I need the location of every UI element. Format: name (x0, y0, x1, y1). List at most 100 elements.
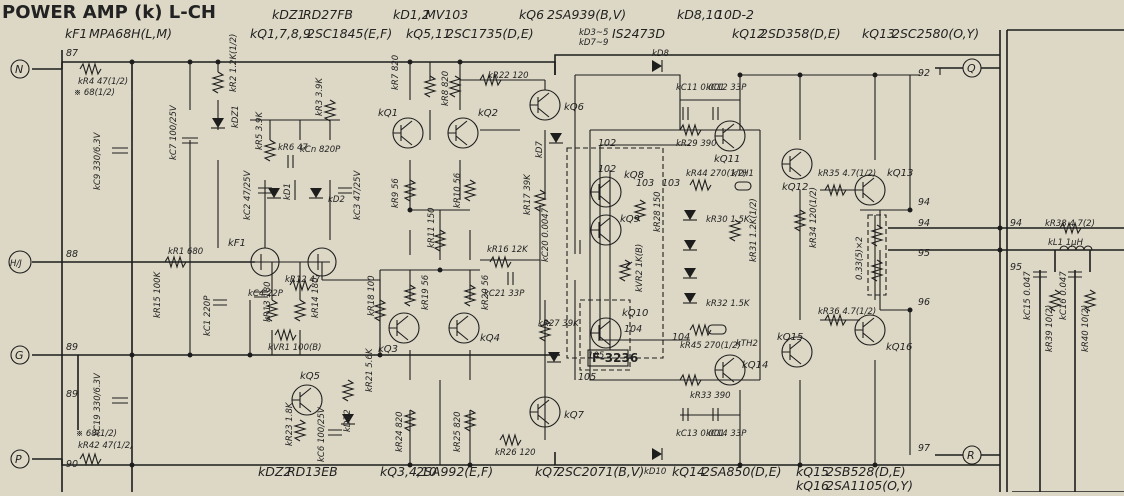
terminal-p[interactable]: P (10, 449, 30, 469)
terminal-q[interactable]: Q (935, 58, 1000, 78)
transistor-kq3 (388, 312, 420, 344)
resistor-kr29 (679, 123, 702, 137)
label-kr38: kR38 4.7(2) (1045, 219, 1095, 229)
label-kvr2: kVR2 1K(B) (635, 244, 645, 292)
terminal-h[interactable]: H/J (8, 250, 32, 274)
transistors (250, 89, 886, 428)
label-kr34: kR34 120(1/2) (809, 187, 819, 248)
ftr-kq14-part: 2SA850(D,E) (702, 464, 782, 479)
diode-kd7 (549, 133, 563, 144)
sub-board-outline (566, 147, 664, 359)
node-88: 88 (66, 249, 78, 260)
label-kr8: kR8 820 (441, 71, 451, 106)
diodes (211, 60, 697, 460)
label-kdz1: kDZ1 (231, 105, 241, 128)
hdr-kd79-ref: kD7~9 (579, 38, 608, 48)
label-kc14: kC14 33P (706, 429, 747, 439)
diode-kd9d (683, 293, 697, 304)
transistor-kq13 (854, 174, 886, 206)
hdr-kd12-part: MV103 (425, 7, 468, 22)
resistor-kr21 (341, 379, 355, 402)
label-kc2: kC2 47/25V (243, 170, 253, 220)
label-kdz2: kDZ2 (343, 409, 353, 432)
label-kq1: kQ1 (378, 108, 398, 119)
terminal-h-label: H/J (10, 259, 22, 269)
node-104-b: 104 (672, 332, 690, 343)
label-kq11: kQ11 (714, 154, 740, 165)
hdr-kd810-part: 10D-2 (716, 7, 754, 22)
ftr-kq7-ref: kQ7 (535, 464, 560, 479)
hdr-kq6-part: 2SA939(B,V) (547, 7, 626, 22)
resistors (79, 62, 1097, 466)
resistor-kr37b (870, 259, 884, 282)
transistor-kq4 (448, 312, 480, 344)
board-label-box (587, 349, 629, 367)
label-kc9: kC9 330/6.3V (93, 131, 103, 190)
ftr-kq16-part: 2SA1105(O,Y) (826, 478, 913, 492)
terminal-n[interactable]: N (10, 59, 30, 79)
label-kf1: kF1 (228, 238, 246, 249)
terminal-g[interactable]: G (10, 345, 30, 365)
transistor-kq14 (714, 354, 746, 386)
diode-kd9a (683, 210, 697, 221)
label-kl1: kL1 1μH (1048, 238, 1084, 248)
label-kr7: kR7 820 (391, 55, 401, 90)
resistor-kr39 (1048, 289, 1062, 312)
resistor-kr18 (373, 299, 387, 322)
capacitor-kc1 (213, 299, 227, 306)
label-kc13: kC13 0.001 (676, 429, 725, 439)
label-kr36: kR36 4.7(1/2) (818, 307, 876, 317)
label-kq16: kQ16 (886, 342, 912, 353)
ftr-kq14-ref: kQ14 (672, 464, 705, 479)
diode-kd9c (683, 268, 697, 279)
capacitor-kc16 (1068, 271, 1082, 278)
capacitor-kc19 (112, 397, 128, 404)
label-kq7: kQ7 (564, 410, 585, 421)
ftr-kq3410-part: 2SA992(E,F) (416, 464, 493, 479)
diode-kd2 (309, 188, 323, 199)
ftr-kq15-part: 2SB528(D,E) (826, 464, 906, 479)
label-kr26: kR26 120 (495, 448, 536, 458)
capacitor-kc11 (682, 107, 689, 120)
label-kc19: kC19 330/6.3V (93, 372, 103, 436)
terminal-r[interactable]: R (935, 445, 1000, 465)
label-kr45: kR45 270(1/2) (680, 341, 741, 351)
label-kth2: kTH2 (736, 339, 758, 349)
label-kr4b: ※ 68(1/2) (74, 88, 115, 98)
label-kq15: kQ15 (777, 332, 803, 343)
node-97: 97 (918, 443, 930, 454)
resistor-kr28 (633, 199, 647, 222)
label-kq4: kQ4 (480, 333, 500, 344)
hdr-kq6-ref: kQ6 (519, 7, 544, 22)
label-kr23: kR23 1.8K (285, 401, 295, 446)
node-102-a: 102 (598, 138, 616, 149)
label-kr5: kR5 3.9K (255, 111, 265, 150)
label-kc11: kC11 0.001 (676, 83, 725, 93)
node-103-a: 103 (636, 178, 654, 189)
label-kr42b: ※ 68(1/2) (76, 429, 117, 439)
transistor-kq16 (854, 314, 886, 346)
label-kr13: kR13 180 (263, 281, 273, 322)
label-kr14: kR14 180 (311, 277, 321, 318)
label-kd10: kD10 (644, 467, 666, 477)
hdr-kd12-ref: kD1,2 (393, 7, 430, 22)
fet-kf1 (250, 247, 337, 277)
resistor-kr11 (433, 229, 447, 252)
label-kr27: kR27 39K (538, 319, 580, 329)
node-89-b: 89 (66, 389, 78, 400)
resistor-kr2 (211, 71, 225, 94)
label-kr42: kR42 47(1/2) (78, 441, 133, 451)
resistor-kr37a (870, 224, 884, 247)
node-92: 92 (918, 68, 930, 79)
bleed-through-text (145, 60, 146, 61)
resistor-kr3 (323, 99, 337, 122)
label-kr3: kR3 3.9K (315, 77, 325, 116)
ftr-kq3410-ref: kQ3,4,10 (380, 464, 437, 479)
terminal-g-label: G (15, 349, 24, 362)
label-kr24: kR24 820 (395, 411, 405, 452)
hdr-kd810-ref: kD8,10 (677, 7, 722, 22)
circuit-wires (131, 62, 941, 465)
label-kq12: kQ12 (782, 182, 808, 193)
label-kq9: kQ9 (620, 214, 640, 225)
label-kr22: kR22 120 (488, 71, 529, 81)
